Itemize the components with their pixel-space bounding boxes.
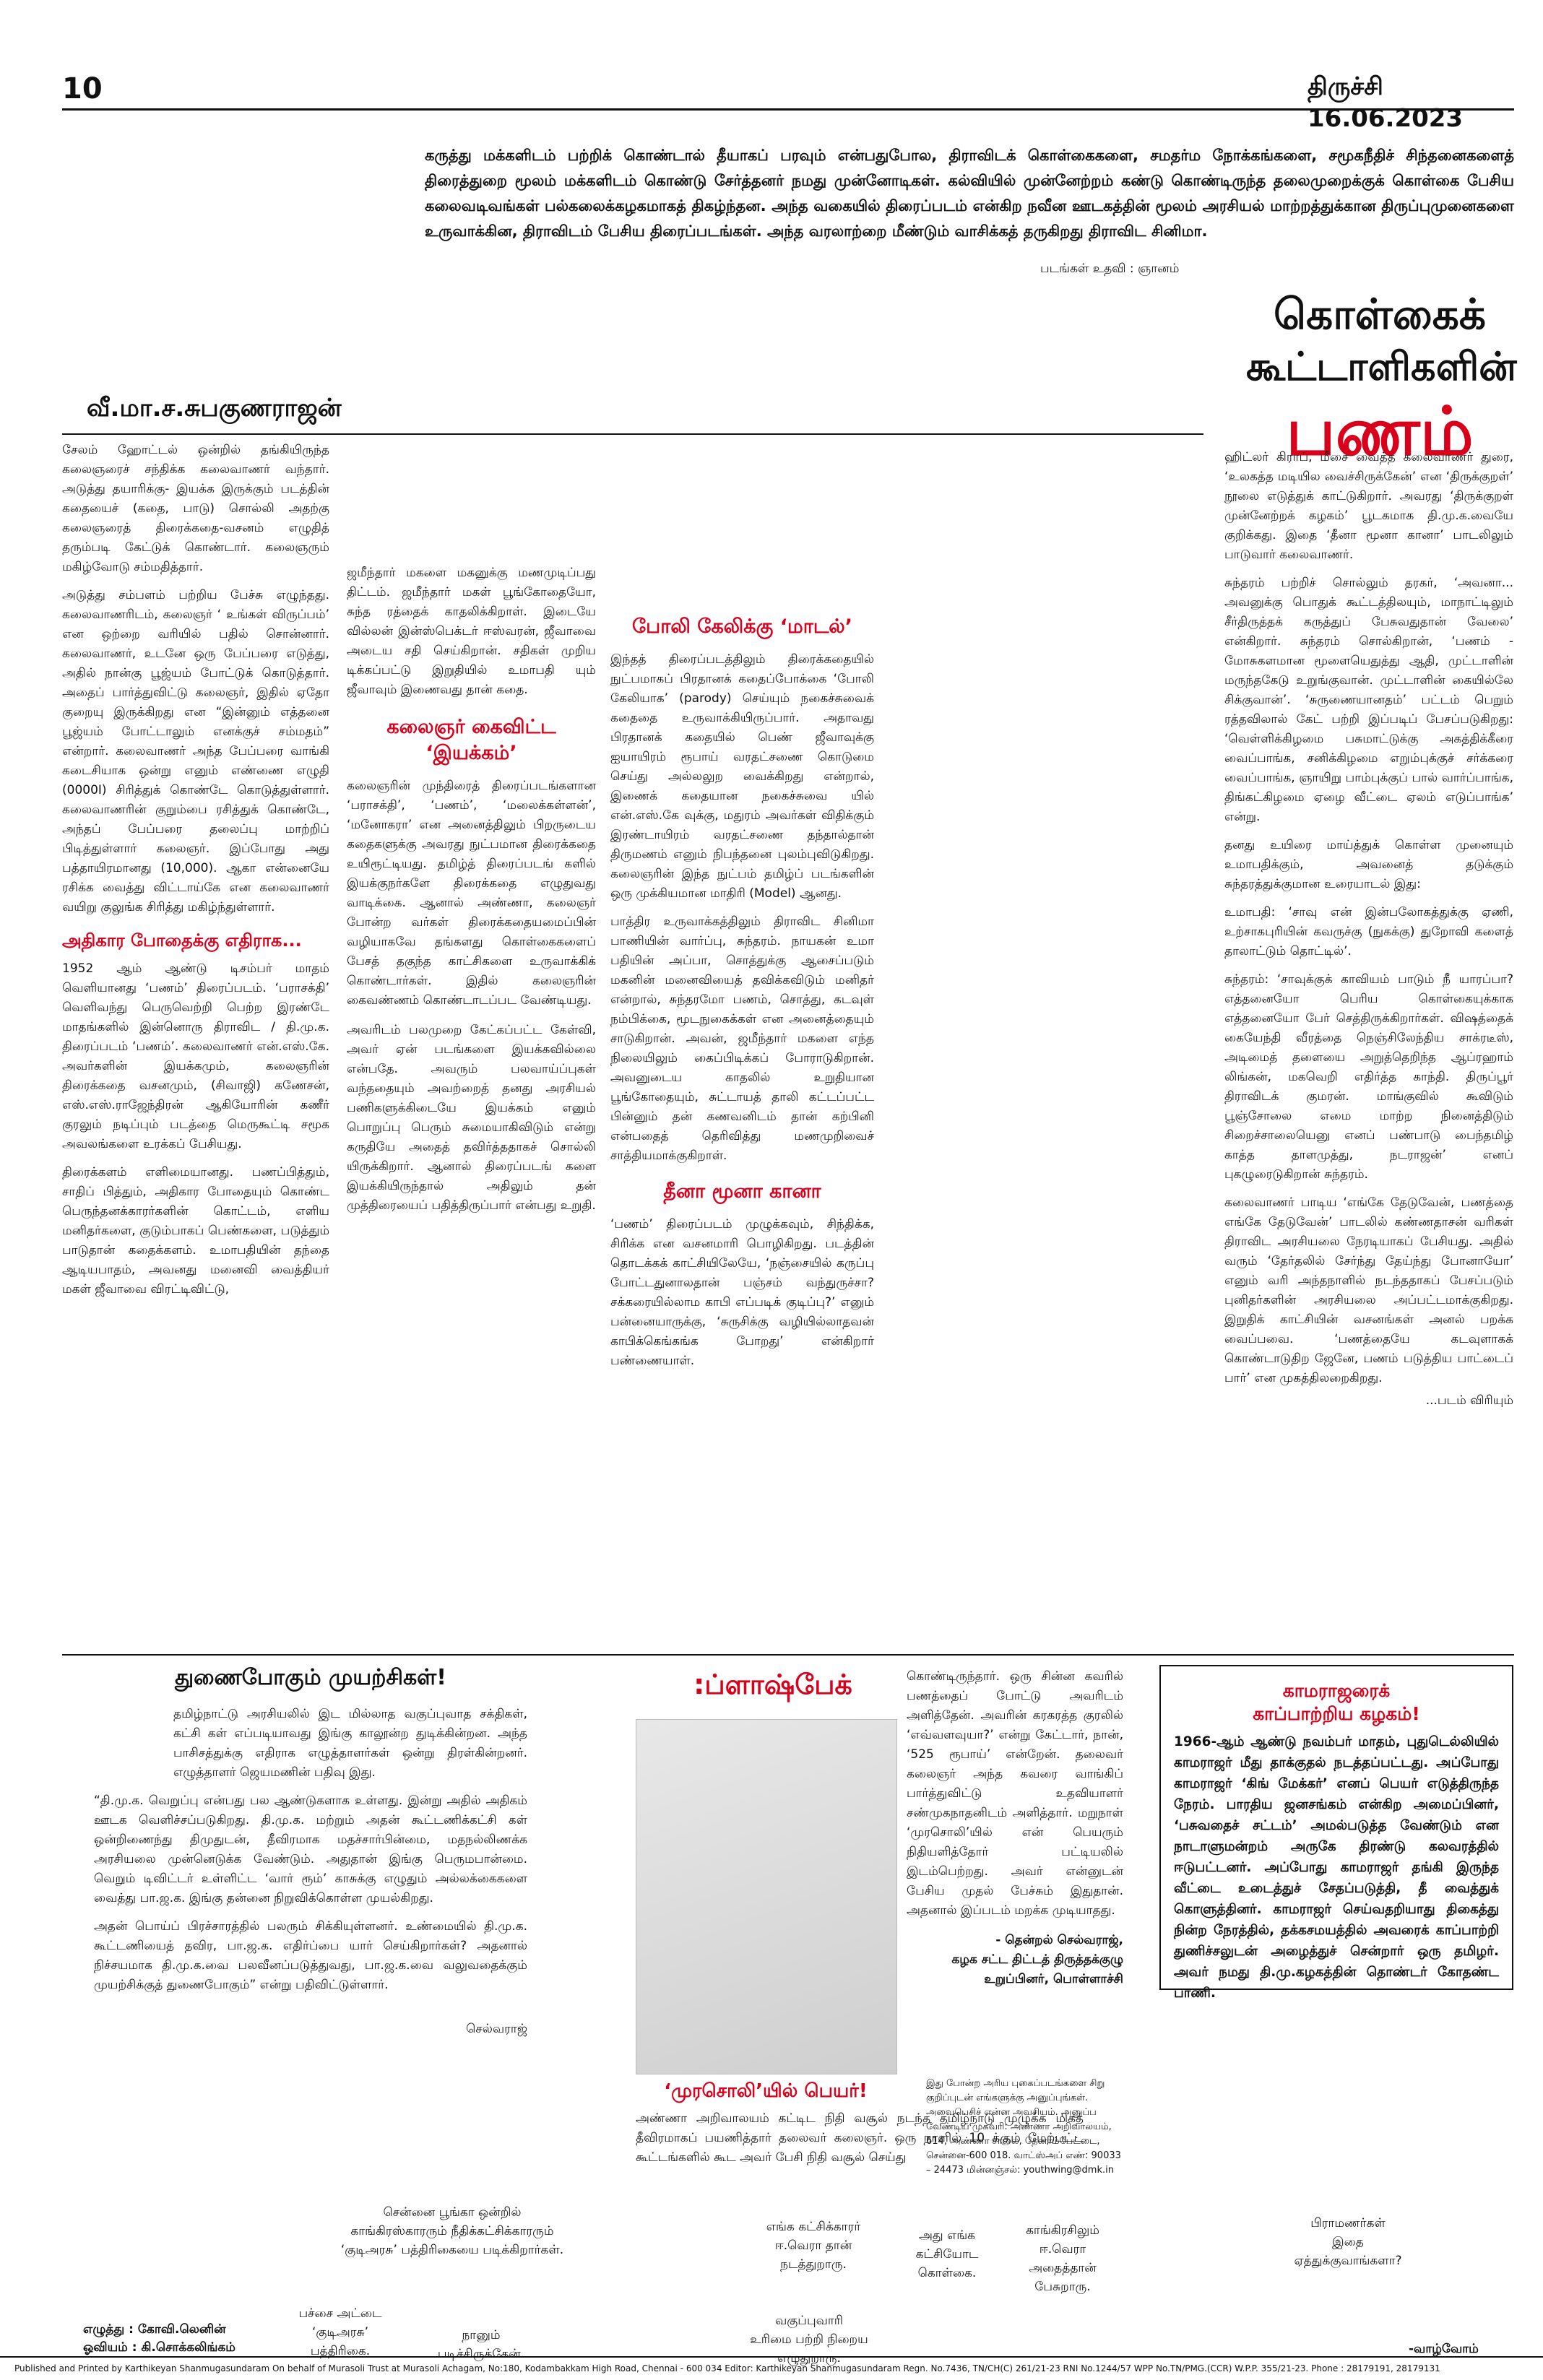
column-1: சேலம் ஹோட்டல் ஒன்றில் தங்கியிருந்த கலைஞர… (62, 441, 329, 1299)
section-rule (62, 1654, 1514, 1656)
left-para3: அதன் பொய்ப் பிரச்சாரத்தில் பலரும் சிக்கி… (94, 1919, 532, 1992)
col4-para2: சுந்தரம் பற்றிச் சொல்லும் தரகர், ‘அவனா..… (1224, 576, 1518, 824)
flashback-subhead: ‘முரசொலி’யில் பெயர்! (664, 2080, 868, 2102)
header-rule (62, 108, 1514, 111)
left-sign: செல்வராஜ் (466, 2022, 527, 2036)
col2-para3: அவரிடம் பலமுறை கேட்கப்பட்ட கேள்வி, அவர் … (347, 1023, 600, 1213)
col4-para4: உமாபதி: ‘சாவு என் இன்பலோகத்துக்கு ஏணி, உ… (1224, 905, 1518, 959)
col1-para3: 1952 ஆம் ஆண்டு டிசம்பர் மாதம் வெளியானது … (62, 961, 334, 1151)
flashback-author2: கழக சட்ட திட்டத் திருத்தக்குழு உறுப்பினர… (951, 1952, 1128, 1986)
col3-sub2: தீனா மூனா கானா (663, 1180, 821, 1203)
flashback-column: கொண்டிருந்தார். ஒரு சின்ன கவரில் பணத்தைப… (907, 1667, 1123, 1989)
col2-para1: ஜமீந்தார் மகளை மகனுக்கு மணமுடிப்பது திட்… (347, 566, 600, 697)
col2-para2: கலைஞரின் முந்திரைத் திரைப்படங்களான ‘பராச… (347, 779, 600, 1008)
byline-rule (62, 433, 1203, 435)
flashback-para2: அண்ணா அறிவாலயம் கட்டிட நிதி வசூல் நடந்த … (636, 2111, 1088, 2165)
kamaraj-heading2: காப்பாற்றிய கழகம்! (1253, 1703, 1420, 1724)
cartoon-writer: எழுத்து : கோவி.லெனின் (83, 2322, 226, 2337)
col3-para1: இந்தத் திரைப்படத்திலும் திரைக்கதையில் நு… (610, 652, 878, 901)
column-2: ஜமீந்தார் மகளை மகனுக்கு மணமுடிப்பது திட்… (347, 563, 596, 1216)
col4-para6: கலைவாணர் பாடிய ‘எங்கே தேடுவேன், பணத்தை எ… (1224, 1195, 1518, 1385)
col3-para2: பாத்திர உருவாக்கத்திலும் திராவிட சினிமா … (610, 914, 878, 1163)
title-line3: பணம் (1286, 393, 1474, 470)
col1-para4: திரைக்களம் எளிமையானது. பணப்பித்தும், சாத… (62, 1165, 334, 1297)
title-line2: கூட்டாளிகளின் (1246, 344, 1517, 389)
kamaraj-box: காமராஜரைக் காப்பாற்றிய கழகம்! 1966-ஆம் ஆ… (1159, 1665, 1513, 2001)
flashback-para1: கொண்டிருந்தார். ஒரு சின்ன கவரில் பணத்தைப… (907, 1669, 1128, 1918)
flashback-heading: :ப்ளாஷ்பேக் (693, 1669, 852, 1700)
col4-para5: சுந்தரம்: ‘சாவுக்குக் காவியம் பாடும் நீ … (1224, 972, 1518, 1182)
col1-sub1: அதிகார போதைக்கு எதிராக... (62, 930, 302, 951)
column-4: ஹிட்லர் கிராப், மீசை வைத்த கலைவாணர் துரை… (1224, 448, 1513, 1411)
col1-para1: சேலம் ஹோட்டல் ஒன்றில் தங்கியிருந்த கலைஞர… (62, 443, 334, 574)
cartoon-caption-3: அது எங்க கட்சியோட கொள்கை. (915, 2228, 979, 2280)
flashback-author: - தென்றல் செல்வராஜ், (995, 1933, 1123, 1947)
imprint-line: Published and Printed by Karthikeyan Sha… (14, 2363, 1440, 2373)
footer-rule (0, 2356, 1543, 2358)
article-left: துணைபோகும் முயற்சிகள்! தமிழ்நாட்டு அரசிய… (94, 1665, 527, 2039)
cartoon-caption-8-visible: வகுப்புவாரி உரிமை பற்றி நிறைய எழுதுறாரு. (750, 2314, 868, 2366)
flashback-photo (636, 1719, 897, 2074)
cartoon-end: -வாழ்வோம் (1409, 2342, 1479, 2356)
continued-note: ...படம் விரியும் (1425, 1393, 1513, 1408)
col3-sub1: போலி கேலிக்கு ‘மாடல்’ (632, 615, 852, 638)
dateline: திருச்சி 16.06.2023 (1308, 72, 1464, 133)
col1-para2: அடுத்து சம்பளம் பற்றிய பேச்சு எழுந்தது. … (62, 588, 334, 914)
cartoon-caption-1: சென்னை பூங்கா ஒன்றில் காங்கிரஸ்காரரும் ந… (340, 2205, 564, 2257)
photo-credit: படங்கள் உதவி : ஞானம் (1040, 261, 1180, 276)
left-para2: “தி.மு.க. வெறுப்பு என்பது பல ஆண்டுகளாக உ… (94, 1793, 532, 1905)
col3-para3: ‘பணம்’ திரைப்படம் முழுக்கவும், சிந்திக்க… (610, 1217, 878, 1368)
left-para1: தமிழ்நாட்டு அரசியலில் இட மில்லாத வகுப்பு… (173, 1707, 532, 1780)
byline: வீ.மா.ச.சுபகுணராஜன் (87, 394, 342, 423)
cartoon-artist: ஓவியம் : கி.சொக்கலிங்கம் (83, 2340, 235, 2355)
left-heading: துணைபோகும் முயற்சிகள்! (175, 1665, 446, 1690)
cartoon-caption-6: பச்சை அட்டை ‘குடிஅரசு’ பத்திரிகை. (298, 2306, 382, 2358)
col4-para3: தனது உயிரை மாய்த்துக் கொள்ள முனையும் உமா… (1224, 838, 1518, 891)
col4-para1: ஹிட்லர் கிராப், மீசை வைத்த கலைவாணர் துரை… (1224, 450, 1518, 562)
cartoon-caption-4: காங்கிரசிலும் ஈ.வெரா அதைத்தான் பேசுறாரு. (1026, 2223, 1099, 2294)
column-3: போலி கேலிக்கு ‘மாடல்’ இந்தத் திரைப்படத்த… (610, 614, 874, 1371)
flashback-appeal: இது போன்ற அரிய புகைப்படங்களை சிறு குறிப்… (926, 2078, 1121, 2176)
cartoon-strip: சென்னை பூங்கா ஒன்றில் காங்கிரஸ்காரரும் ந… (62, 2196, 1514, 2369)
cartoon-caption-2: எங்க கட்சிக்காரர் ஈ.வெரா தான் நடத்துறாரு… (766, 2220, 861, 2272)
page-number: 10 (62, 72, 103, 105)
col2-sub1: கலைஞர் கைவிட்ட ‘இயக்கம்’ (386, 716, 556, 764)
intro-text: கருத்து மக்களிடம் பற்றிக் கொண்டால் தீயாக… (425, 147, 1514, 240)
cartoon-caption-7: நானும் படிச்சிருக்கேன். (437, 2328, 525, 2361)
kamaraj-heading1: காமராஜரைக் (1282, 1680, 1391, 1701)
title-line1: கொள்கைக் (1274, 290, 1486, 339)
cartoon-caption-5: பிராமணர்கள் இதை ஏத்துக்குவாங்களா? (1294, 2216, 1402, 2268)
kamaraj-text: 1966-ஆம் ஆண்டு நவம்பர் மாதம், புதுடெல்லி… (1174, 1734, 1499, 2001)
